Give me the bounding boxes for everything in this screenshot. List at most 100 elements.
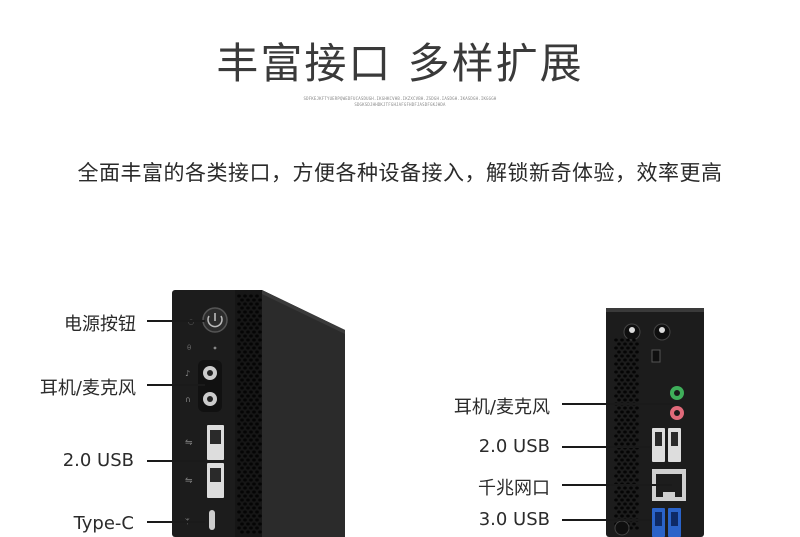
vent-hole: [240, 330, 244, 334]
vent-hole: [255, 398, 259, 402]
vent-hole: [243, 366, 247, 370]
vent-hole: [243, 374, 247, 378]
vent-hole: [237, 350, 241, 354]
vent-hole: [237, 302, 241, 306]
vent-hole: [623, 398, 627, 402]
vent-hole: [629, 494, 633, 498]
vent-hole: [255, 510, 259, 514]
vent-hole: [632, 434, 636, 438]
vent-hole: [635, 382, 639, 386]
vent-hole: [249, 350, 253, 354]
vent-hole: [620, 370, 624, 374]
vent-hole: [617, 462, 621, 466]
vent-hole: [626, 418, 630, 422]
vent-hole: [255, 518, 259, 522]
leader-line: [147, 384, 205, 386]
vent-hole: [252, 458, 256, 462]
vent-hole: [252, 386, 256, 390]
vent-hole: [246, 442, 250, 446]
vent-hole: [240, 306, 244, 310]
vent-hole: [635, 342, 639, 346]
vent-hole: [635, 390, 639, 394]
vent-hole: [249, 294, 253, 298]
vent-hole: [623, 422, 627, 426]
vent-hole: [255, 494, 259, 498]
vent-hole: [620, 346, 624, 350]
vent-hole: [623, 502, 627, 506]
vent-hole: [237, 342, 241, 346]
vent-hole: [249, 518, 253, 522]
vent-hole: [629, 430, 633, 434]
vent-hole: [246, 530, 250, 534]
vent-hole: [237, 478, 241, 482]
vent-hole: [240, 514, 244, 518]
vent-hole: [629, 382, 633, 386]
vent-hole: [614, 498, 618, 502]
vent-hole: [635, 486, 639, 490]
leader-line: [562, 403, 674, 405]
vent-hole: [243, 302, 247, 306]
vent-hole: [617, 454, 621, 458]
vent-hole: [252, 314, 256, 318]
vent-hole: [237, 494, 241, 498]
vent-hole: [617, 358, 621, 362]
vent-hole: [255, 350, 259, 354]
vent-hole: [617, 342, 621, 346]
vent-hole: [252, 482, 256, 486]
page-title: 丰富接口 多样扩展: [216, 39, 584, 88]
vent-hole: [252, 530, 256, 534]
vent-hole: [623, 462, 627, 466]
label-usb3: 3.0 USB: [478, 509, 550, 530]
leader-line: [562, 484, 672, 486]
vent-hole: [249, 414, 253, 418]
vent-hole: [629, 358, 633, 362]
vent-hole: [620, 498, 624, 502]
vent-hole: [240, 490, 244, 494]
vent-hole: [614, 386, 618, 390]
vent-hole: [240, 402, 244, 406]
vent-hole: [258, 338, 262, 342]
vent-hole: [626, 354, 630, 358]
vent-hole: [620, 474, 624, 478]
vent-hole: [632, 354, 636, 358]
vent-hole: [249, 510, 253, 514]
vent-hole: [632, 338, 636, 342]
vent-hole: [614, 394, 618, 398]
vent-hole: [632, 370, 636, 374]
vent-hole: [629, 350, 633, 354]
vent-hole: [252, 506, 256, 510]
vent-hole: [237, 366, 241, 370]
vent-hole: [249, 302, 253, 306]
vent-hole: [237, 430, 241, 434]
vent-hole: [258, 330, 262, 334]
vent-hole: [626, 458, 630, 462]
vent-hole: [635, 454, 639, 458]
vent-hole: [243, 438, 247, 442]
vent-hole: [620, 466, 624, 470]
vent-hole: [240, 474, 244, 478]
vent-hole: [243, 430, 247, 434]
vent-hole: [243, 510, 247, 514]
vent-hole: [246, 346, 250, 350]
vent-hole: [249, 334, 253, 338]
vent-hole: [237, 382, 241, 386]
vent-hole: [243, 470, 247, 474]
vent-hole: [243, 294, 247, 298]
vent-hole: [237, 374, 241, 378]
vent-hole: [243, 454, 247, 458]
vent-hole: [240, 322, 244, 326]
vent-hole: [237, 406, 241, 410]
vent-hole: [255, 374, 259, 378]
vent-hole: [626, 386, 630, 390]
vent-hole: [243, 334, 247, 338]
vent-hole: [252, 378, 256, 382]
leader-line: [147, 521, 205, 523]
vent-hole: [623, 382, 627, 386]
vent-hole: [237, 294, 241, 298]
vent-hole: [255, 294, 259, 298]
vent-hole: [246, 338, 250, 342]
vent-hole: [243, 494, 247, 498]
vent-hole: [632, 474, 636, 478]
vent-hole: [252, 338, 256, 342]
vent-hole: [614, 490, 618, 494]
